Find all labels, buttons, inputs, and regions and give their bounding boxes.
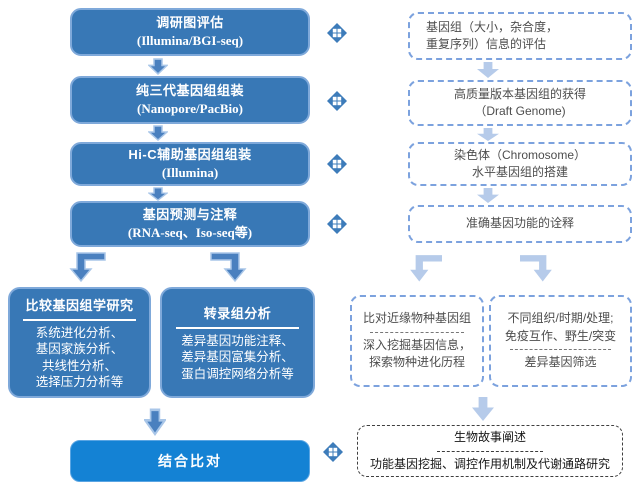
note-title: 生物故事阐述	[453, 430, 526, 445]
step-subtitle: (Illumina)	[161, 165, 219, 180]
divider	[510, 349, 611, 351]
step-subtitle: (Illumina/BGI-seq)	[136, 33, 244, 48]
note-line: 染色体（Chromosome）	[453, 147, 587, 162]
down-arrow	[148, 186, 168, 201]
note-line: 深入挖掘基因信息，	[362, 337, 471, 352]
divider	[437, 450, 543, 452]
note-line: 免疫互作、野生/突变	[504, 328, 617, 343]
step-title: Hi-C辅助基因组组装	[128, 147, 252, 163]
box-gene-prediction-annotation: 基因预测与注释 (RNA-seq、Iso-seq等)	[70, 201, 310, 247]
note-line: 准确基因功能的诠释	[465, 216, 574, 231]
elbow-arrow-left	[410, 255, 442, 282]
elbow-arrow-left	[69, 252, 106, 283]
note-line: 不同组织/时期/处理;	[507, 311, 614, 326]
merge-diamond-icon	[327, 91, 347, 111]
panel-line: 差异基因富集分析、	[181, 350, 294, 365]
divider	[22, 319, 137, 321]
panel-title: 转录组分析	[203, 306, 272, 322]
step-title: 纯三代基因组组装	[135, 83, 244, 99]
step-subtitle: (RNA-seq、Iso-seq等)	[127, 225, 253, 240]
note-line: （Draft Genome)	[474, 104, 566, 118]
step-title: 调研图评估	[156, 15, 224, 31]
step-subtitle: (Nanopore/PacBio)	[137, 101, 243, 116]
elbow-arrow-right	[520, 255, 552, 282]
box-combined-alignment: 结合比对	[70, 440, 310, 482]
down-arrow	[144, 408, 166, 436]
merge-diamond-icon	[327, 154, 347, 174]
note-chromosome-assembly: 染色体（Chromosome） 水平基因组的搭建	[408, 142, 632, 186]
down-arrow	[477, 62, 499, 78]
down-arrow	[477, 128, 499, 141]
note-line: 差异基因筛选	[524, 355, 597, 370]
box-tgs-genome-assembly: 纯三代基因组组装 (Nanopore/PacBio)	[70, 76, 310, 124]
note-line: 探索物种进化历程	[368, 355, 465, 370]
box-survey-map-evaluation: 调研图评估 (Illumina/BGI-seq)	[70, 8, 310, 56]
note-related-species-comparison: 比对近缘物种基因组 深入挖掘基因信息， 探索物种进化历程	[350, 295, 484, 387]
box-hic-assembly: Hi-C辅助基因组组装 (Illumina)	[70, 142, 310, 186]
note-line: 基因组（大小，杂合度，	[426, 19, 559, 34]
note-line: 高质量版本基因组的获得	[453, 86, 586, 101]
down-arrow	[472, 397, 494, 421]
panel-line: 共线性分析、	[41, 358, 117, 373]
merge-diamond-icon	[327, 214, 347, 234]
down-arrow	[148, 125, 168, 141]
panel-title: 比较基因组学研究	[25, 298, 134, 313]
panel-line: 选择压力分析等	[35, 374, 124, 389]
merge-diamond-icon	[323, 442, 343, 462]
panel-line: 系统进化分析、	[35, 326, 124, 340]
elbow-arrow-right	[210, 252, 247, 283]
note-deg-screening: 不同组织/时期/处理; 免疫互作、野生/突变 差异基因筛选	[489, 295, 632, 387]
down-arrow	[148, 57, 168, 75]
note-line: 重复序列）信息的评估	[426, 37, 547, 51]
merge-diamond-icon	[327, 23, 347, 43]
note-line: 功能基因挖掘、调控作用机制及代谢通路研究	[369, 456, 610, 471]
divider	[175, 327, 300, 330]
down-arrow	[477, 188, 499, 203]
divider	[370, 331, 464, 333]
panel-line: 差异基因功能注释、	[181, 334, 294, 349]
note-gene-function-annotation: 准确基因功能的诠释	[408, 205, 632, 243]
final-title: 结合比对	[158, 453, 222, 469]
note-line: 水平基因组的搭建	[471, 165, 568, 179]
panel-line: 蛋白调控网络分析等	[181, 366, 294, 381]
note-genome-info-evaluation: 基因组（大小，杂合度， 重复序列）信息的评估	[408, 12, 632, 60]
note-draft-genome: 高质量版本基因组的获得 （Draft Genome)	[408, 80, 632, 126]
note-title: 比对近缘物种基因组	[362, 311, 471, 326]
note-biological-story: 生物故事阐述 功能基因挖掘、调控作用机制及代谢通路研究	[357, 425, 623, 477]
box-transcriptome-analysis: 转录组分析 差异基因功能注释、 差异基因富集分析、 蛋白调控网络分析等	[160, 287, 315, 398]
panel-line: 基因家族分析、	[35, 342, 124, 357]
step-title: 基因预测与注释	[142, 207, 238, 223]
box-comparative-genomics: 比较基因组学研究 系统进化分析、 基因家族分析、 共线性分析、 选择压力分析等	[8, 287, 151, 398]
